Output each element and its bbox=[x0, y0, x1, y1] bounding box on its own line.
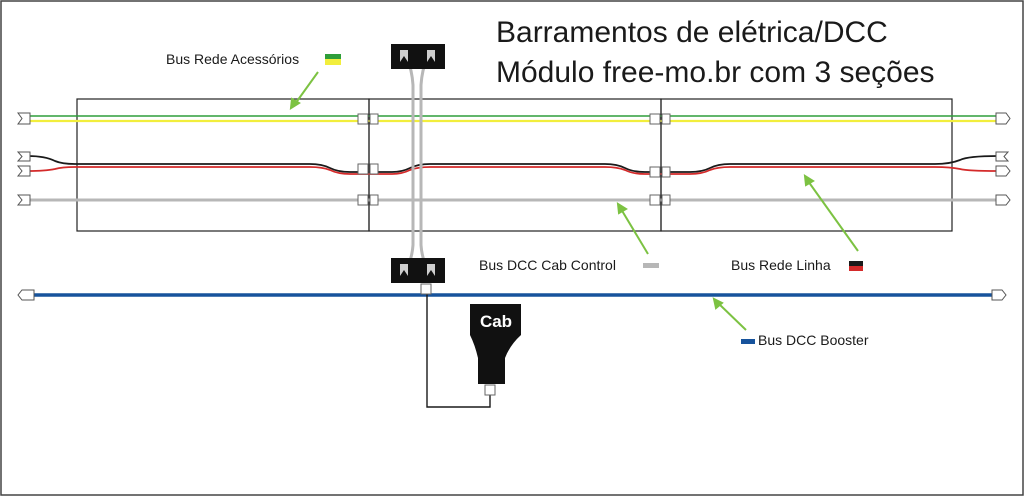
module-sections bbox=[76, 98, 953, 232]
left-connector-track-2 bbox=[16, 165, 31, 177]
pointer-booster-head bbox=[712, 297, 724, 310]
top-socket-body bbox=[391, 44, 445, 69]
top-socket-pin-right bbox=[427, 50, 435, 62]
pointer-booster bbox=[717, 302, 747, 331]
bottom-cab-socket bbox=[391, 258, 445, 283]
pointer-cab-control-head bbox=[616, 202, 628, 215]
pointer-accessories-head bbox=[289, 97, 301, 110]
label-cab-control-bus: Bus DCC Cab Control bbox=[479, 257, 616, 273]
bottom-socket-body bbox=[391, 258, 445, 283]
swatch-track-red bbox=[849, 266, 863, 271]
bottom-socket-pin-right bbox=[427, 264, 435, 276]
section-3 bbox=[660, 98, 953, 232]
pointer-track-head bbox=[803, 174, 815, 187]
cab-control-drop-left bbox=[403, 57, 415, 273]
track-wire-red bbox=[27, 166, 999, 175]
left-connector-accessories bbox=[17, 112, 31, 125]
left-end-connectors bbox=[16, 112, 35, 301]
connector-cab-plug bbox=[484, 384, 496, 396]
connector-joint2-accessories-b bbox=[661, 113, 671, 125]
connector-joint2-track bbox=[649, 166, 661, 178]
swatch-track-black bbox=[849, 261, 863, 266]
cab-label: Cab bbox=[480, 312, 512, 331]
title-line-1: Barramentos de elétrica/DCC bbox=[496, 16, 888, 49]
label-accessories-bus: Bus Rede Acessórios bbox=[166, 51, 299, 67]
connector-joint2-cab-b bbox=[661, 194, 671, 206]
cab-throttle: Cab bbox=[470, 304, 521, 384]
swatch-accessories-yellow bbox=[325, 59, 341, 65]
left-connector-cab bbox=[16, 194, 31, 206]
connector-joint2-accessories bbox=[649, 113, 661, 125]
connector-joint1-cab-b bbox=[369, 194, 379, 206]
joint-connectors bbox=[357, 113, 671, 396]
title-line-2: Módulo free-mo.br com 3 seções bbox=[496, 56, 935, 89]
swatch-cab-control bbox=[643, 263, 659, 268]
connector-joint1-cab bbox=[357, 194, 369, 206]
left-connector-track-1 bbox=[16, 151, 31, 162]
right-connector-accessories bbox=[995, 112, 1011, 125]
pointer-track bbox=[807, 180, 859, 252]
bottom-socket-pin-left bbox=[400, 264, 408, 276]
connector-joint2-track-b bbox=[661, 166, 671, 178]
connector-booster-tap bbox=[420, 283, 432, 295]
connector-joint2-cab bbox=[649, 194, 661, 206]
swatch-accessories-green bbox=[325, 54, 341, 59]
top-socket-pin-left bbox=[400, 50, 408, 62]
connector-joint1-accessories bbox=[357, 113, 369, 125]
connector-joint1-track bbox=[357, 163, 369, 175]
pointer-accessories bbox=[294, 71, 319, 105]
accessories-bus-wires bbox=[28, 115, 998, 123]
right-connector-booster bbox=[991, 289, 1007, 301]
track-bus-wires bbox=[27, 155, 999, 175]
label-track-bus: Bus Rede Linha bbox=[731, 257, 831, 273]
legend-swatch-accessories bbox=[325, 54, 341, 65]
left-connector-booster bbox=[17, 289, 35, 301]
legend-swatch-track bbox=[849, 261, 863, 271]
label-booster-bus: Bus DCC Booster bbox=[758, 332, 869, 348]
right-connector-track-2 bbox=[995, 165, 1011, 177]
section-1 bbox=[76, 98, 370, 232]
connector-joint1-track-b bbox=[369, 163, 379, 175]
swatch-booster bbox=[741, 339, 755, 344]
label-pointers bbox=[289, 71, 859, 331]
right-end-connectors bbox=[991, 112, 1011, 301]
connector-joint1-accessories-b bbox=[369, 113, 379, 125]
top-cab-socket bbox=[391, 44, 445, 69]
cab-control-bus-wires bbox=[28, 57, 998, 273]
right-connector-track-1 bbox=[995, 151, 1010, 162]
right-connector-cab bbox=[995, 194, 1011, 206]
pointer-cab-control bbox=[620, 208, 649, 255]
track-wire-black bbox=[27, 155, 999, 173]
cab-body bbox=[470, 304, 521, 384]
cab-cable bbox=[426, 285, 491, 408]
